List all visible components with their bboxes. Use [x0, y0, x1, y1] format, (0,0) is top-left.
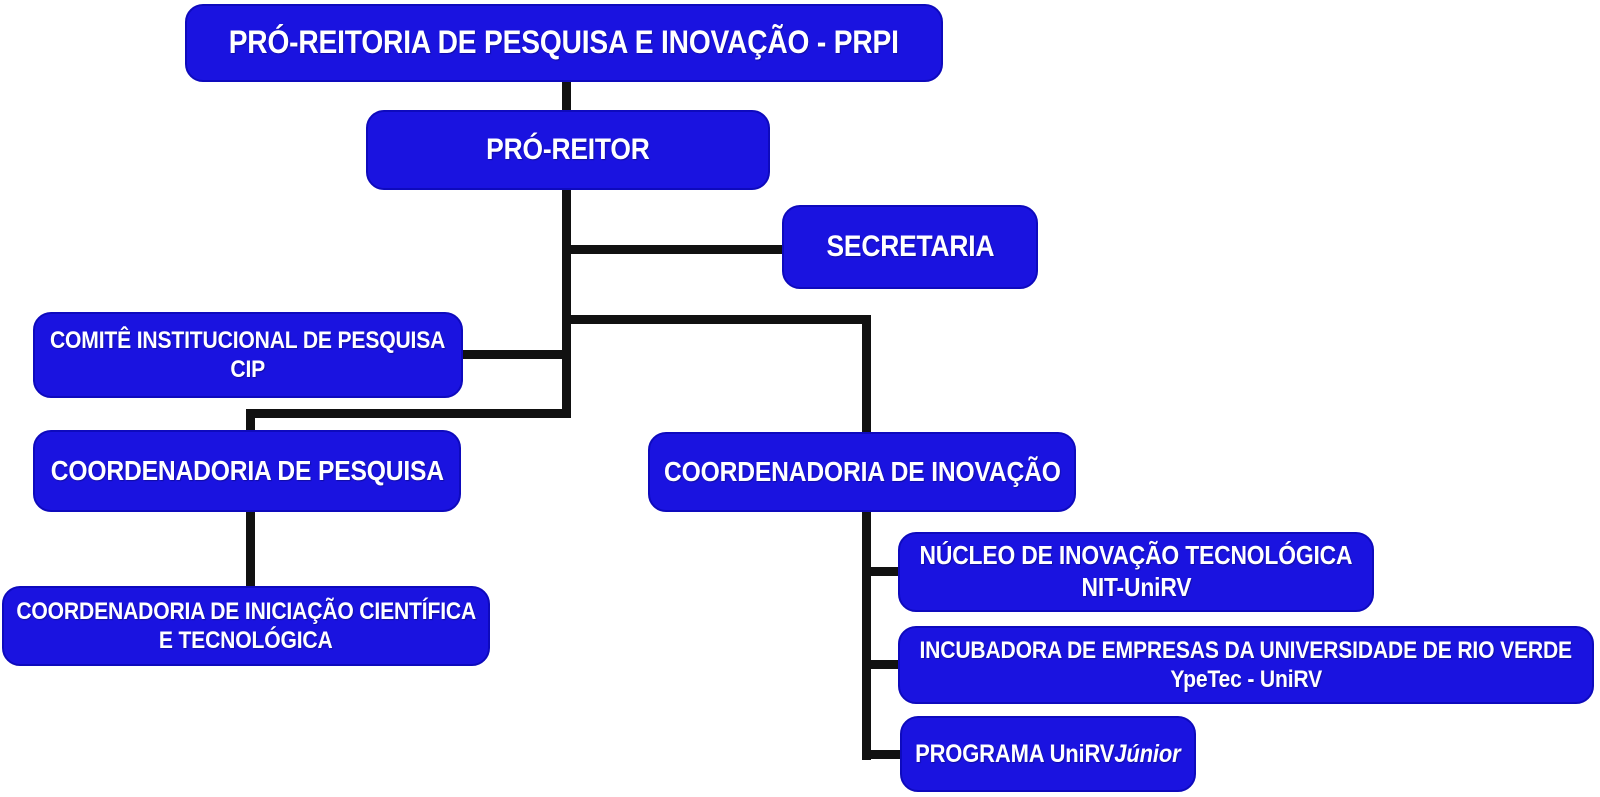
org-node-label: COORDENADORIA DE INOVAÇÃO	[663, 455, 1061, 487]
org-node-label: SECRETARIA	[826, 229, 994, 263]
org-node-label: PROGRAMA UniRVJúnior	[915, 739, 1181, 770]
connector-to-comite-cip	[460, 350, 566, 359]
connector-pro-reitor-trunk	[562, 186, 571, 418]
connector-root-to-pro-reitor	[562, 78, 571, 114]
org-node-coordenadoria-inovacao: COORDENADORIA DE INOVAÇÃO	[648, 432, 1076, 512]
connector-to-incubadora-ypetec	[862, 660, 902, 669]
connector-to-nucleo-nit	[862, 567, 902, 576]
org-node-programa-unirv-junior: PROGRAMA UniRVJúnior	[900, 716, 1196, 792]
connector-to-programa-unirv-junior	[862, 750, 902, 759]
connector-to-coordenadoria-iniciacao	[246, 510, 255, 590]
connector-to-coordenadoria-pesquisa-horizontal	[246, 409, 571, 418]
org-node-comite-cip: COMITÊ INSTITUCIONAL DE PESQUISA CIP	[33, 312, 463, 398]
connector-to-coordenadoria-inovacao-vertical	[862, 315, 871, 436]
connector-to-coordenadoria-pesquisa-vertical	[246, 409, 255, 434]
org-node-coordenadoria-pesquisa: COORDENADORIA DE PESQUISA	[33, 430, 461, 512]
org-node-nit-unirv: NÚCLEO DE INOVAÇÃO TECNOLÓGICA NIT-UniRV	[898, 532, 1374, 612]
org-node-label-line1: INCUBADORA DE EMPRESAS DA UNIVERSIDADE D…	[919, 636, 1573, 664]
org-node-label: COORDENADORIA DE PESQUISA	[50, 454, 444, 486]
org-node-pro-reitor: PRÓ-REITOR	[366, 110, 770, 190]
org-node-label-line1: COMITÊ INSTITUCIONAL DE PESQUISA	[50, 326, 446, 354]
connector-to-secretaria	[562, 245, 786, 254]
org-node-label-line2: CIP	[230, 356, 266, 383]
org-node-secretaria: SECRETARIA	[782, 205, 1038, 289]
org-node-label-italic: Júnior	[1114, 739, 1181, 768]
org-node-label-regular: PROGRAMA UniRV	[915, 739, 1115, 768]
org-node-label-line2: YpeTec - UniRV	[1170, 666, 1322, 693]
org-node-label-line1: COORDENADORIA DE INICIAÇÃO CIENTÍFICA	[16, 597, 476, 625]
org-node-ypetec-unirv: INCUBADORA DE EMPRESAS DA UNIVERSIDADE D…	[898, 626, 1594, 704]
org-node-label: PRÓ-REITORIA DE PESQUISA E INOVAÇÃO - PR…	[228, 24, 900, 61]
connector-to-coordenadoria-inovacao-horizontal	[562, 315, 871, 324]
org-node-label-line2: E TECNOLÓGICA	[159, 627, 333, 654]
org-node-label-line1: NÚCLEO DE INOVAÇÃO TECNOLÓGICA	[919, 540, 1353, 571]
org-node-label-line2: NIT-UniRV	[1081, 572, 1191, 602]
org-node-coordenadoria-iniciacao-cientifica: COORDENADORIA DE INICIAÇÃO CIENTÍFICA E …	[2, 586, 490, 666]
org-node-pro-reitoria-prpi: PRÓ-REITORIA DE PESQUISA E INOVAÇÃO - PR…	[185, 4, 943, 82]
connector-inovacao-trunk	[862, 510, 871, 760]
org-node-label: PRÓ-REITOR	[486, 132, 650, 166]
